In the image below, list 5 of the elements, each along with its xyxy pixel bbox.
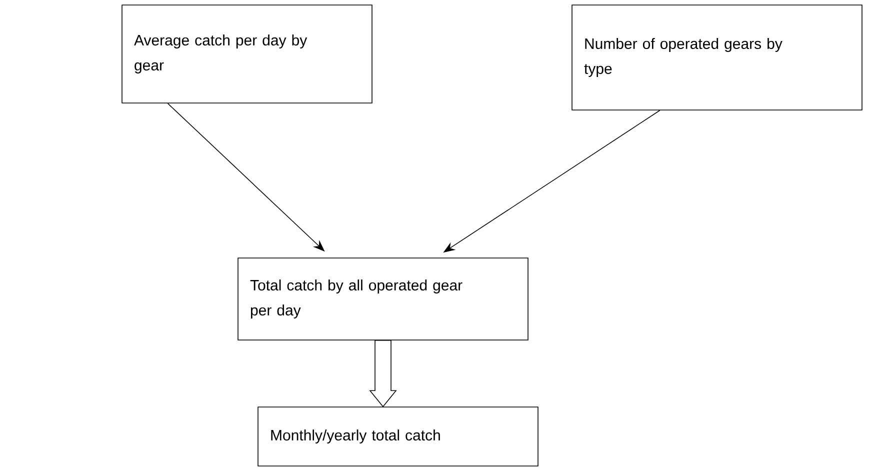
process-box: Total catch by all operated gear per day: [238, 258, 528, 340]
process-box: Average catch per day by gear: [122, 4, 372, 104]
block-arrow: [369, 340, 397, 408]
process-box: Monthly/yearly total catch: [258, 406, 538, 466]
process-box: Number of operated gears by type: [572, 4, 862, 110]
